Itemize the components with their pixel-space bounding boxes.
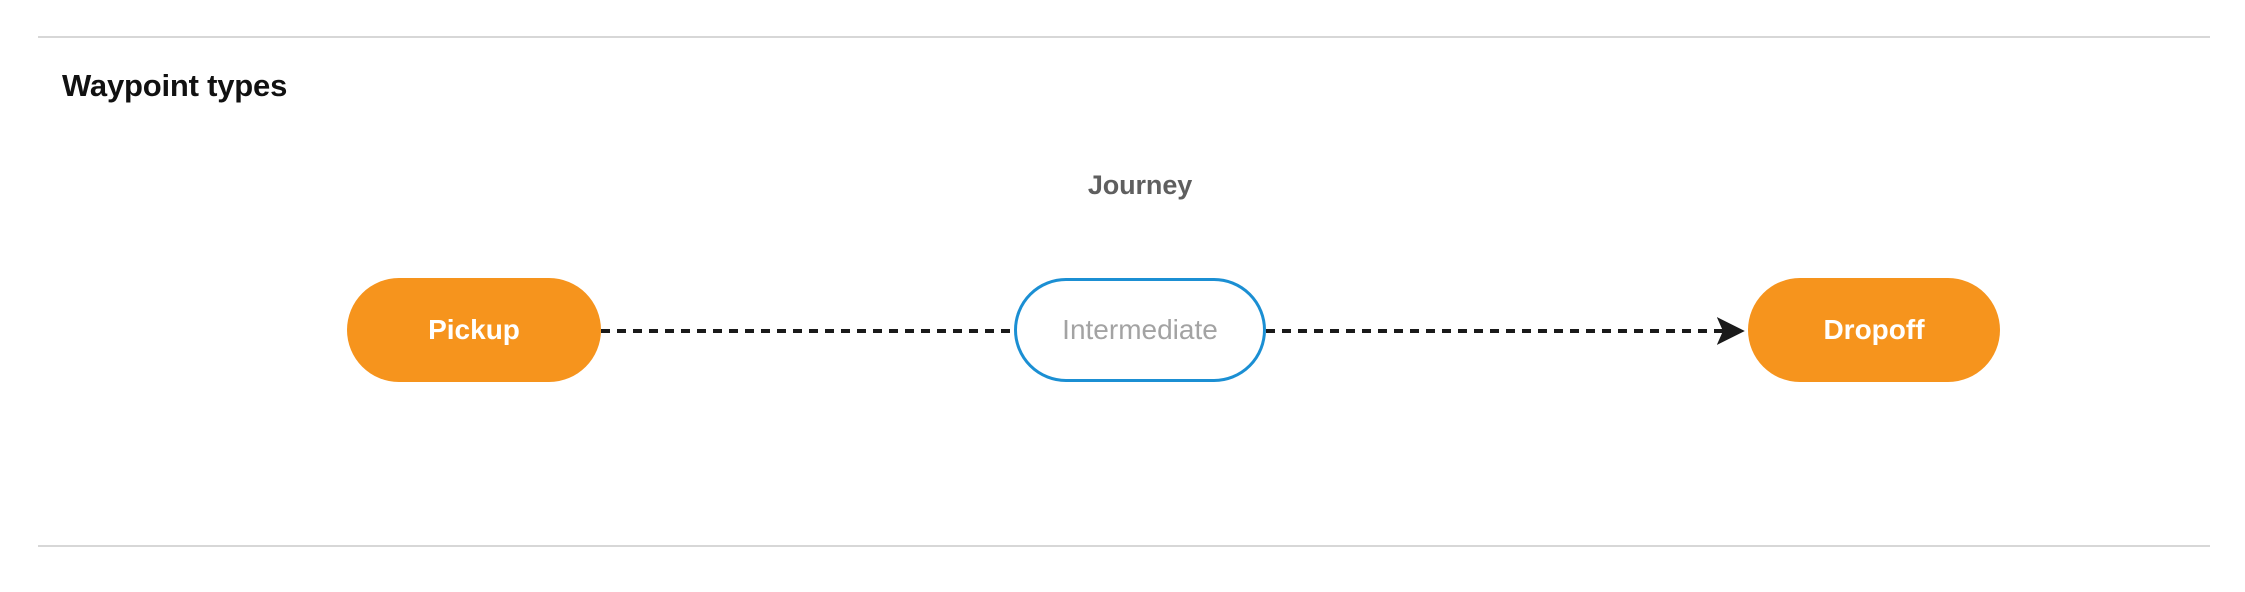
node-pickup[interactable]: Pickup — [347, 278, 601, 382]
node-intermediate[interactable]: Intermediate — [1014, 278, 1266, 382]
node-dropoff[interactable]: Dropoff — [1748, 278, 2000, 382]
page-title: Waypoint types — [62, 68, 288, 103]
divider-top — [38, 36, 2210, 38]
node-intermediate-label: Intermediate — [1062, 314, 1218, 345]
divider-bottom — [38, 545, 2210, 547]
diagram-caption: Journey — [1087, 170, 1193, 200]
node-dropoff-label: Dropoff — [1823, 314, 1925, 345]
node-pickup-label: Pickup — [428, 314, 520, 345]
